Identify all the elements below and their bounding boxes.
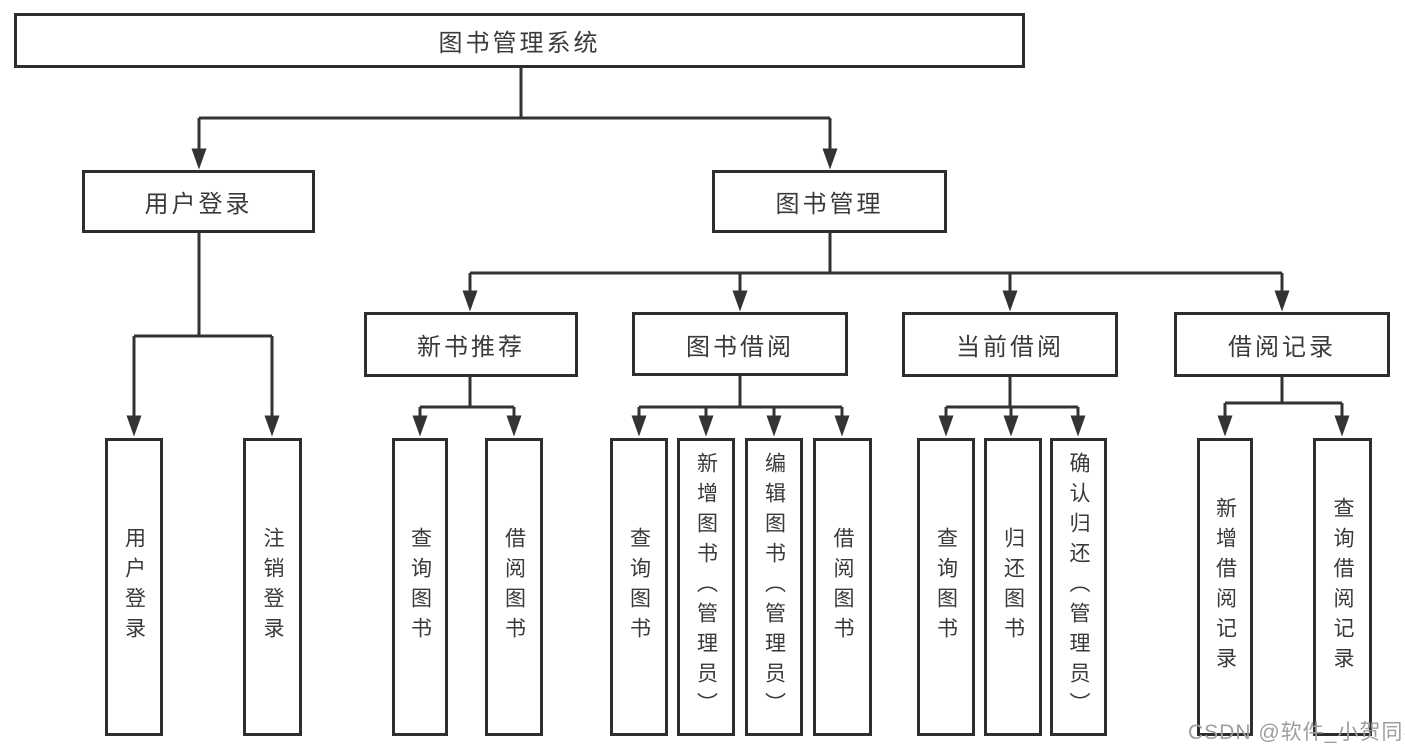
leaf-query-books-current: 查询图书 [917,438,975,736]
node-book-borrow: 图书借阅 [632,312,848,376]
leaf-logout: 注销登录 [243,438,302,736]
leaf-return-books: 归还图书 [984,438,1042,736]
node-current-borrow: 当前借阅 [902,312,1118,377]
node-borrow-records: 借阅记录 [1174,312,1390,377]
node-user-login: 用户登录 [82,170,315,233]
leaf-edit-books-admin: 编辑图书（管理员） [745,438,803,736]
leaf-add-borrow-record: 新增借阅记录 [1197,438,1253,736]
leaf-query-books-recommend: 查询图书 [392,438,448,736]
node-new-book-recommend: 新书推荐 [364,312,578,377]
csdn-watermark: CSDN @软件_小贺同学 [1188,721,1405,744]
leaf-query-books-borrow: 查询图书 [610,438,668,736]
leaf-add-books-admin: 新增图书（管理员） [677,438,735,736]
node-library-system: 图书管理系统 [14,13,1025,68]
leaf-borrow-books: 借阅图书 [813,438,872,736]
leaf-confirm-return-admin: 确认归还（管理员） [1050,438,1107,736]
leaf-borrow-books-recommend: 借阅图书 [485,438,543,736]
leaf-user-login: 用户登录 [105,438,163,736]
leaf-query-borrow-record: 查询借阅记录 [1313,438,1372,736]
node-book-management: 图书管理 [712,170,947,233]
